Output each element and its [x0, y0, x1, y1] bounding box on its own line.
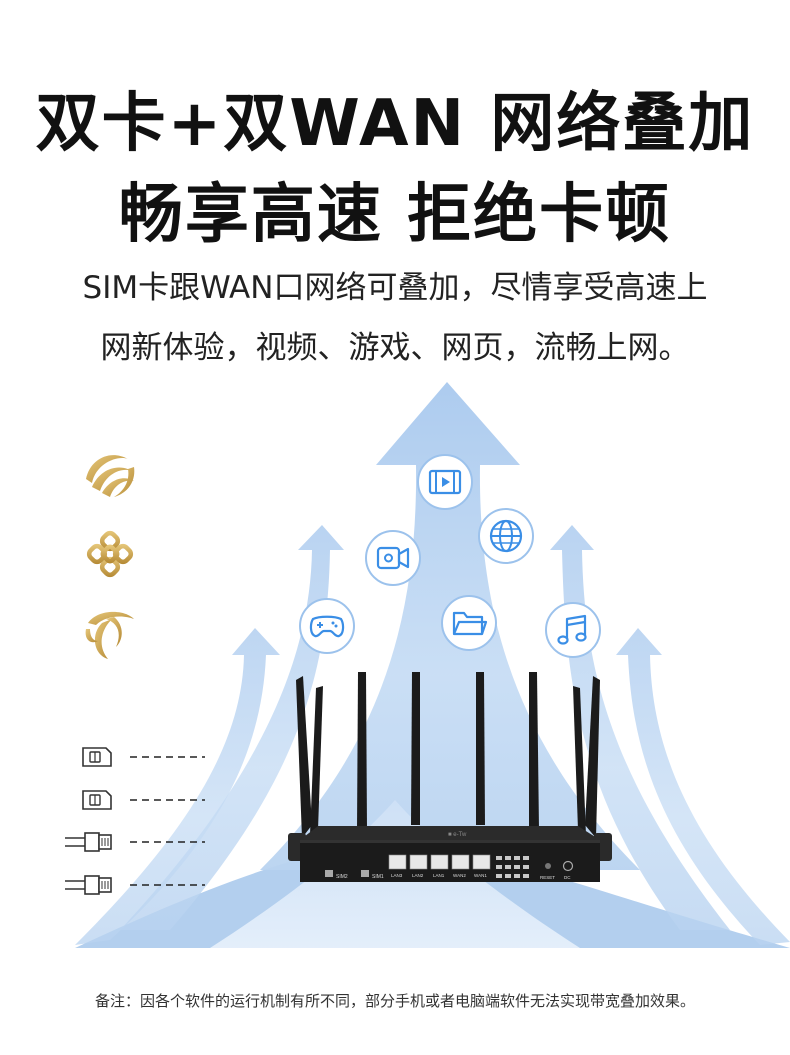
gamepad-icon — [299, 598, 355, 654]
svg-text:■ e-Tw: ■ e-Tw — [448, 832, 467, 838]
router-port-label: LAN3 — [391, 873, 403, 878]
music-note-icon — [545, 602, 601, 658]
video-camera-icon — [365, 530, 421, 586]
network-overlay-illustration: ■ e-Tw SIM2 SIM1 LAN3 LAN2 LAN1 WAN2 WAN… — [65, 382, 790, 948]
router-port-label: SIM2 — [336, 874, 348, 880]
china-telecom-logo-icon — [85, 611, 134, 659]
china-unicom-logo-icon — [86, 530, 134, 578]
right-up-arrow-1 — [550, 525, 730, 930]
router-port-label: SIM1 — [372, 874, 384, 880]
description-line-1: SIM卡跟WAN口网络可叠加，尽情享受高速上 — [82, 270, 708, 306]
ethernet-cable-icon — [65, 875, 112, 895]
globe-icon — [478, 508, 534, 564]
folder-icon — [441, 595, 497, 651]
router-port-label: DC — [564, 875, 571, 880]
headline-line-1: 双卡+双WAN 网络叠加 — [35, 87, 755, 161]
router-port-label: WAN2 — [453, 873, 466, 878]
headline-line-2: 畅享高速 拒绝卡顿 — [118, 178, 672, 252]
video-film-icon — [417, 454, 473, 510]
ethernet-cable-icon — [65, 832, 112, 852]
left-up-arrow-1 — [120, 525, 344, 930]
left-up-arrow-2 — [75, 628, 280, 945]
router-port-label: WAN1 — [474, 873, 487, 878]
description-line-2: 网新体验，视频、游戏、网页，流畅上网。 — [100, 330, 690, 366]
sim-card-icon — [82, 790, 112, 810]
router-port-label: LAN1 — [433, 873, 445, 878]
china-mobile-logo-icon — [86, 455, 135, 497]
sim-card-icon — [82, 747, 112, 767]
router-port-label: LAN2 — [412, 873, 424, 878]
router-port-label: RESET — [540, 875, 555, 880]
right-up-arrow-2 — [616, 628, 790, 945]
router-antennas — [296, 672, 600, 838]
router-device: ■ e-Tw SIM2 SIM1 LAN3 LAN2 LAN1 WAN2 WAN… — [300, 826, 600, 882]
footnote: 备注：因各个软件的运行机制有所不同，部分手机或者电脑端软件无法实现带宽叠加效果。 — [94, 992, 695, 1010]
